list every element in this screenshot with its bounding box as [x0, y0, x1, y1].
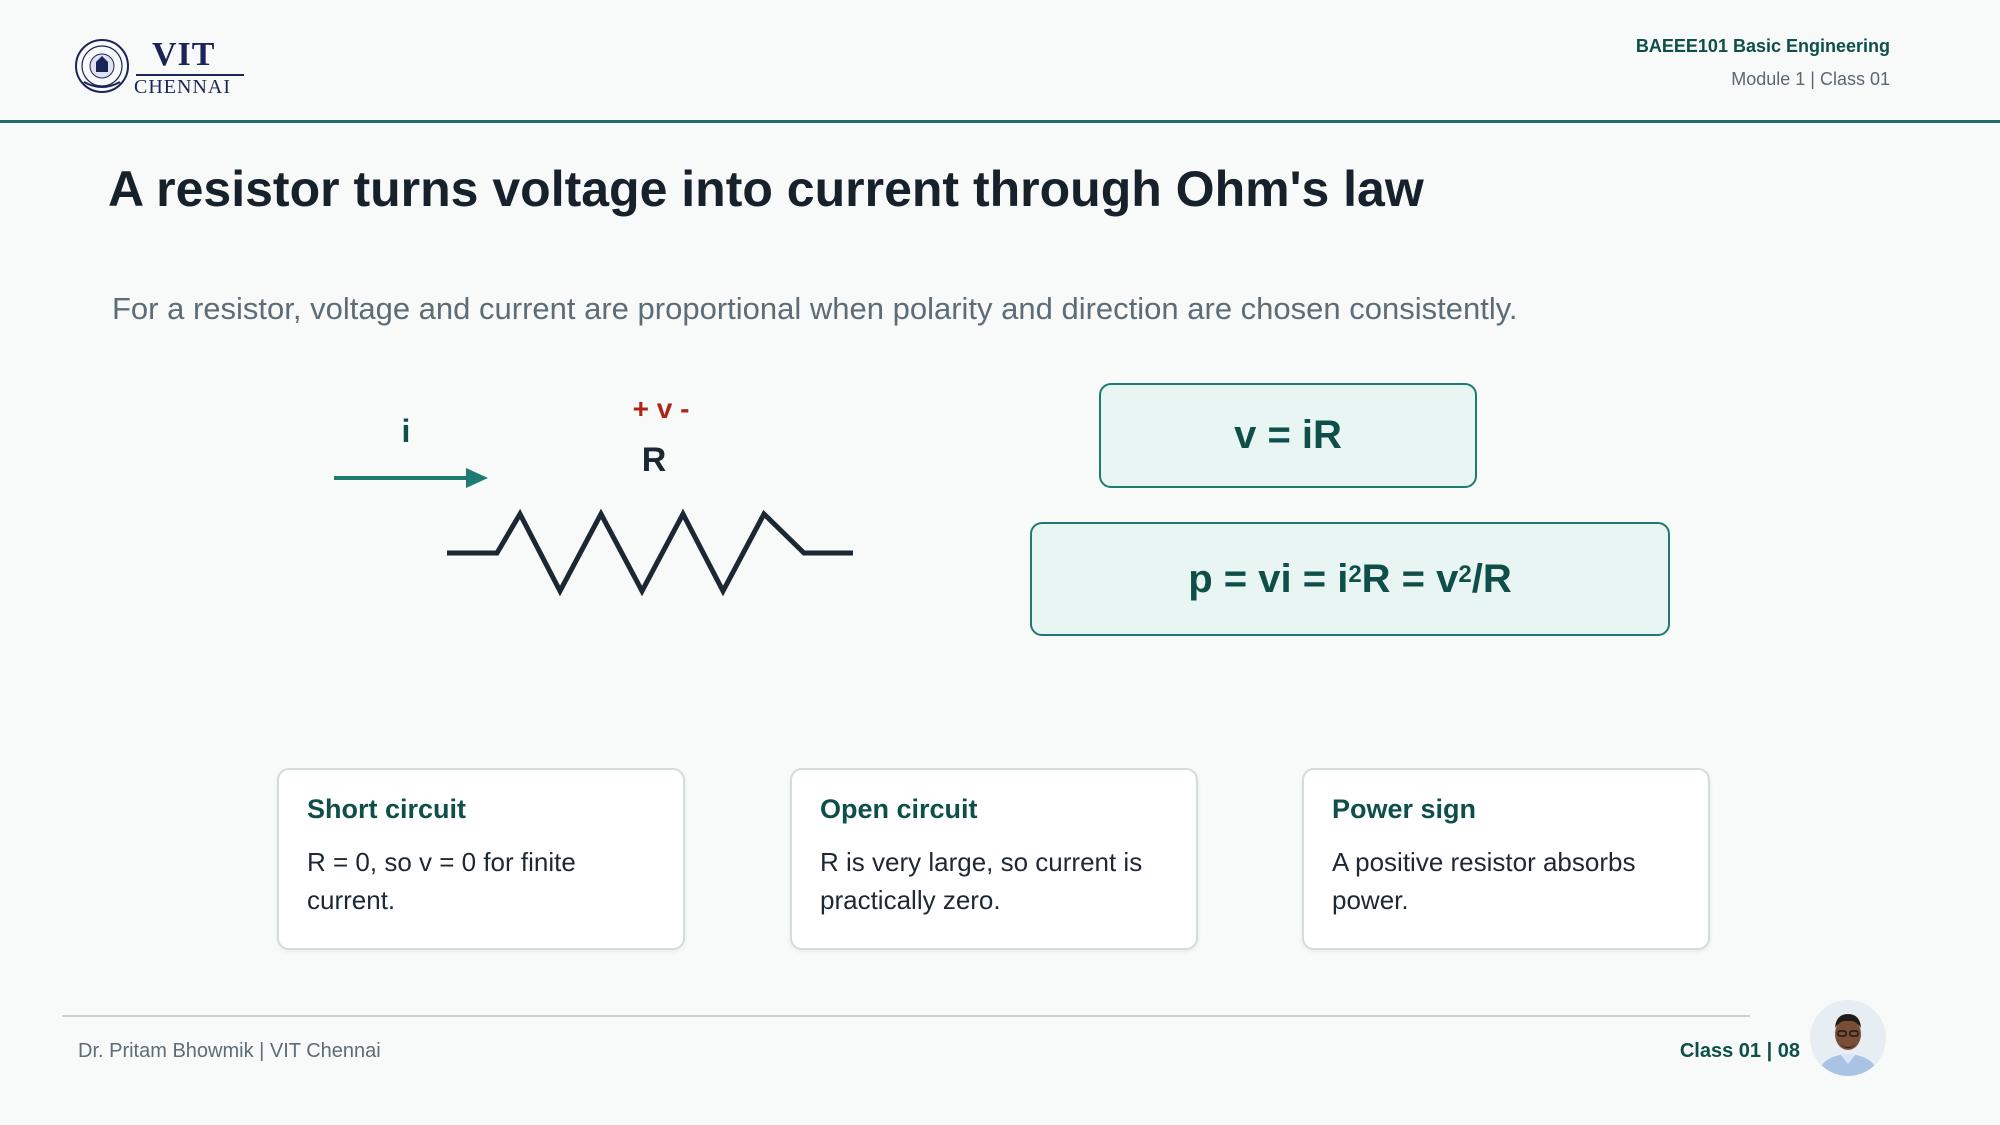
footer-class-page: Class 01 | 08	[1679, 1040, 1800, 1062]
open-circuit-card: Open circuit R is very large, so current…	[790, 768, 1198, 950]
logo-vit-text: VIT	[152, 36, 216, 73]
presenter-avatar-icon	[1810, 1000, 1886, 1076]
power-sign-card: Power sign A positive resistor absorbs p…	[1302, 768, 1710, 950]
footer-author: Dr. Pritam Bhowmik | VIT Chennai	[78, 1040, 381, 1062]
course-title: BAEEE101 Basic Engineering	[1635, 36, 1890, 56]
header-divider	[0, 120, 2000, 123]
card-title: Power sign	[1332, 794, 1477, 824]
logo-chennai-text: CHENNAI	[134, 76, 231, 98]
card-title: Short circuit	[307, 794, 467, 824]
resistor-diagram: i + v - R	[334, 393, 853, 597]
short-circuit-card: Short circuit R = 0, so v = 0 for finite…	[277, 768, 685, 950]
card-title: Open circuit	[820, 794, 978, 824]
current-label: i	[402, 413, 411, 449]
university-seal-icon	[75, 39, 129, 93]
slide-subtitle: For a resistor, voltage and current are …	[112, 291, 1518, 326]
ohms-law-equation: v = iR	[1099, 383, 1477, 488]
current-arrow-head-icon	[466, 468, 488, 488]
slide-title: A resistor turns voltage into current th…	[108, 161, 1424, 217]
polarity-label: + v -	[633, 393, 690, 424]
card-body: R is very large, so current is practical…	[820, 847, 1143, 915]
ohms-law-text: v = iR	[1234, 413, 1342, 457]
resistor-label: R	[642, 441, 667, 479]
power-eq-part3: /R	[1471, 556, 1512, 601]
card-body: A positive resistor absorbs power.	[1332, 847, 1636, 915]
module-class-label: Module 1 | Class 01	[1731, 69, 1890, 89]
power-eq-part2: R = v	[1361, 556, 1459, 601]
card-body: R = 0, so v = 0 for finite current.	[307, 847, 576, 915]
resistor-zigzag-icon	[447, 508, 853, 597]
vit-logo: VIT CHENNAI	[74, 36, 244, 98]
logo-divider	[136, 74, 244, 76]
power-eq-part1: p = vi = i	[1188, 556, 1349, 601]
avatar	[1810, 1000, 1886, 1076]
power-eq-exp1: 2	[1348, 561, 1362, 588]
power-eq-exp2: 2	[1458, 561, 1472, 588]
footer-divider	[62, 1015, 1750, 1017]
